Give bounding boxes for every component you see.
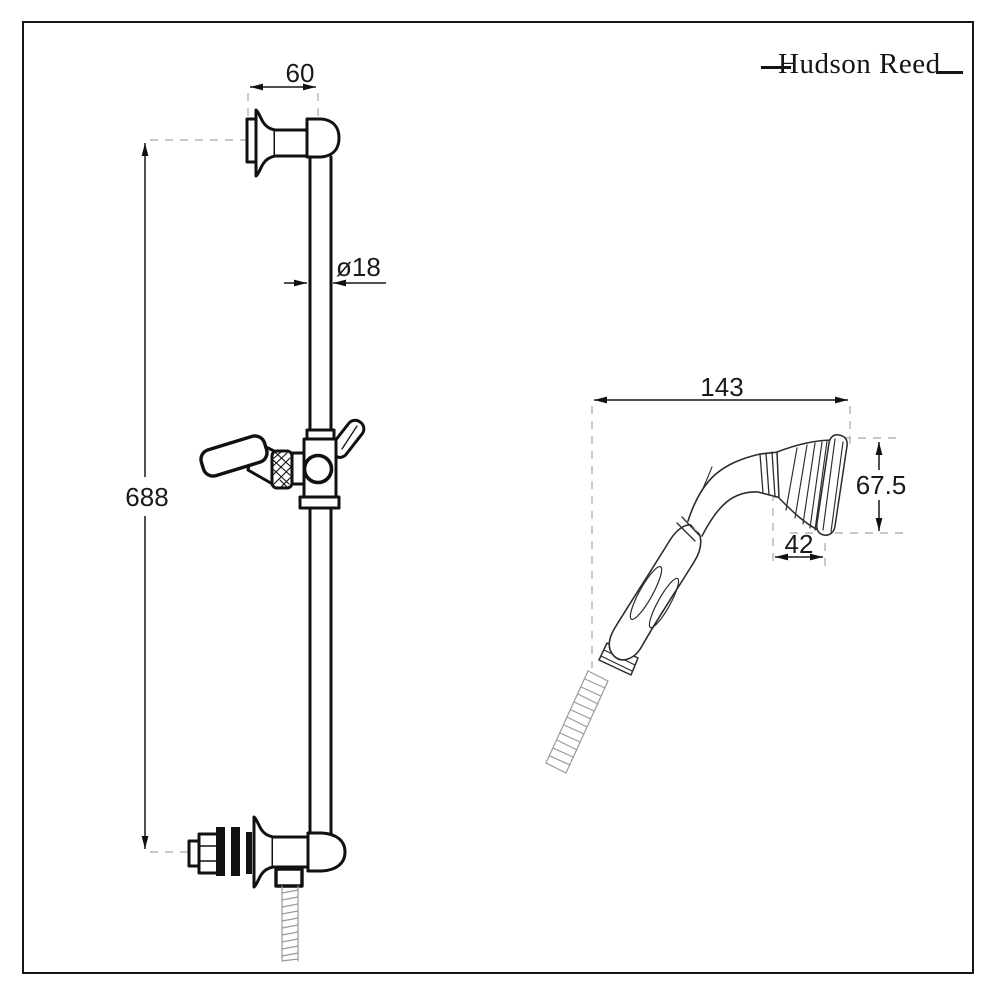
dim-label-143: 143 — [700, 372, 744, 402]
logo-left-rule — [761, 66, 791, 69]
handle-slot — [629, 565, 663, 621]
knurl-hatching — [272, 451, 292, 489]
handset-hose — [545, 670, 609, 774]
dim-label-60: 60 — [285, 58, 315, 88]
dim-label-42: 42 — [784, 529, 814, 559]
dashed-extension-lines — [150, 93, 903, 853]
slide-rail-figure — [187, 108, 366, 962]
handset-handle — [608, 516, 702, 661]
rail-hose — [281, 885, 299, 962]
washer — [216, 827, 225, 876]
dim-label-688: 688 — [125, 482, 169, 512]
brand-name: Hudson Reed — [778, 48, 941, 80]
locking-lever — [199, 434, 269, 478]
dimension-lines — [141, 83, 883, 849]
head-face-plate — [816, 434, 848, 536]
logo-right-rule — [935, 71, 963, 74]
handset-figure — [545, 434, 848, 774]
top-wall-bracket — [245, 108, 341, 178]
brand-logo: Hudson Reed — [761, 50, 963, 79]
handle-slot — [648, 577, 680, 629]
slider-clamp — [199, 418, 366, 510]
washer — [246, 832, 252, 874]
hose-nut — [274, 867, 304, 888]
handset-head — [776, 434, 848, 536]
bottom-wall-elbow — [187, 815, 347, 889]
washer — [231, 827, 240, 876]
dim-label-67-5: 67.5 — [855, 470, 907, 500]
slider-knob — [302, 453, 334, 485]
drawing-border-frame — [22, 21, 974, 974]
handset-neck — [687, 451, 782, 537]
dim-label-rail-diameter: ø18 — [336, 252, 381, 282]
